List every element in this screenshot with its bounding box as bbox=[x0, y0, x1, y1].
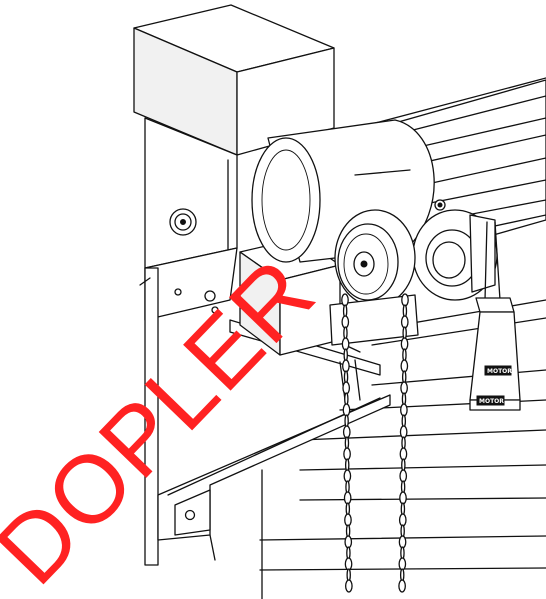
chain-link-right bbox=[399, 447, 408, 461]
chain-link-right bbox=[398, 535, 407, 549]
chain-link-left bbox=[343, 370, 349, 384]
chain-link-right bbox=[400, 480, 406, 494]
chain-link-left bbox=[341, 337, 350, 351]
chain-link-right bbox=[399, 425, 408, 439]
chain-link-right bbox=[401, 293, 409, 307]
chain-link-left bbox=[345, 502, 351, 516]
chain-link-right bbox=[400, 337, 409, 351]
chain-link-left bbox=[344, 513, 352, 527]
chain-link-left bbox=[345, 524, 351, 538]
chain-link-left bbox=[344, 535, 353, 549]
chain-link-left bbox=[346, 568, 351, 582]
chain-link-left bbox=[341, 293, 349, 307]
chain-link-left bbox=[342, 359, 350, 373]
chain-link-left bbox=[344, 436, 350, 450]
chain-link-left bbox=[342, 304, 348, 318]
mounting-plate bbox=[144, 117, 238, 321]
chain-link-left bbox=[344, 458, 350, 472]
chain-link-left bbox=[343, 469, 352, 483]
chain-link-right bbox=[402, 348, 407, 362]
chain-link-left bbox=[343, 348, 348, 362]
chain-link-right bbox=[399, 491, 407, 505]
tag-label-top: MOTOR bbox=[487, 368, 512, 375]
top-housing-box bbox=[133, 4, 335, 156]
chain-link-right bbox=[400, 403, 408, 417]
chain-link-left bbox=[343, 491, 352, 505]
chain-link-left bbox=[346, 546, 351, 560]
tag-label-bottom: MOTOR bbox=[479, 398, 504, 405]
chain-right bbox=[398, 293, 409, 593]
chain-link-right bbox=[401, 370, 407, 384]
chain-link-left bbox=[345, 579, 353, 593]
chain-link-right bbox=[400, 315, 409, 329]
chain-link-right bbox=[400, 546, 405, 560]
chain-link-left bbox=[344, 557, 353, 571]
chain-link-left bbox=[344, 392, 349, 406]
chain-link-right bbox=[399, 568, 405, 582]
drive-hub bbox=[412, 209, 498, 301]
chain-link-right bbox=[402, 326, 407, 340]
chain-link-right bbox=[398, 513, 407, 527]
chain-link-right bbox=[401, 414, 407, 428]
chain-link-left bbox=[343, 447, 351, 461]
chain-wheel bbox=[329, 209, 419, 346]
chain-link-left bbox=[342, 425, 351, 439]
chain-link-right bbox=[400, 381, 408, 395]
chain-link-right bbox=[401, 392, 407, 406]
chain-link-left bbox=[341, 315, 350, 329]
chain-link-right bbox=[398, 579, 406, 593]
chain-link-right bbox=[399, 469, 408, 483]
chain-left bbox=[341, 293, 353, 593]
chain-link-left bbox=[343, 326, 348, 340]
chain-link-right bbox=[401, 436, 406, 450]
chain-link-right bbox=[401, 458, 406, 472]
chain-link-right bbox=[402, 304, 408, 318]
chain-link-right bbox=[398, 557, 407, 571]
chain-link-left bbox=[342, 381, 351, 395]
chain-link-left bbox=[345, 480, 350, 494]
chain-link-right bbox=[400, 502, 406, 516]
chain-link-left bbox=[342, 403, 351, 417]
chain-link-right bbox=[400, 359, 409, 373]
chain-link-left bbox=[344, 414, 349, 428]
motor-tag: MOTOR MOTOR bbox=[469, 221, 521, 411]
chain-link-right bbox=[400, 524, 405, 538]
